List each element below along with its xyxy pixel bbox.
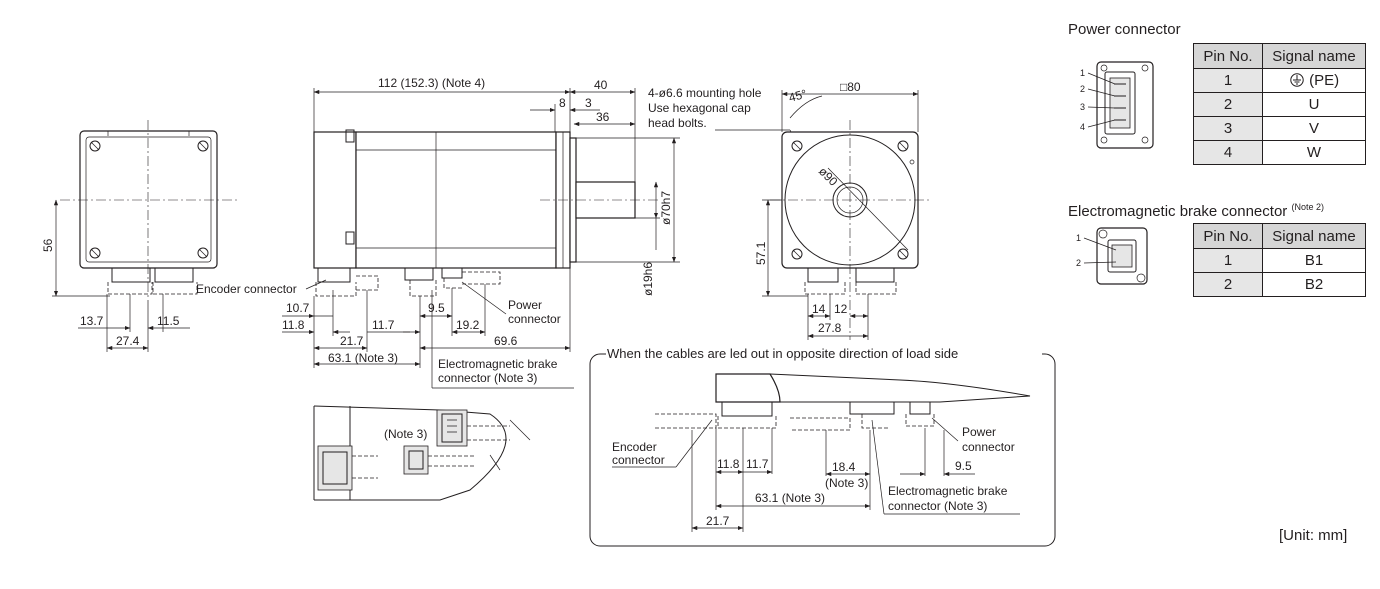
opp-note3: (Note 3) — [825, 476, 868, 490]
brake-pin-label-1: 1 — [1076, 233, 1081, 243]
power-pin-label-3: 3 — [1080, 102, 1085, 112]
label-encoder-connector: Encoder connector — [196, 282, 297, 296]
opp-dim-11-7: 11.7 — [746, 457, 769, 471]
opp-brake-2: connector (Note 3) — [888, 499, 987, 513]
signal-name: B1 — [1262, 248, 1366, 273]
opp-encoder-2: connector — [612, 453, 665, 467]
dim-11-8: 11.8 — [282, 318, 305, 332]
label-brake-2: connector (Note 3) — [438, 371, 537, 385]
label-power-2: connector — [508, 312, 561, 326]
connector-detail-view: (Note 3) — [313, 405, 531, 501]
opp-dim-21-7: 21.7 — [706, 514, 730, 528]
signal-name: U — [1262, 92, 1366, 117]
label-mounting-hole-1: 4-ø6.6 mounting hole — [648, 86, 762, 100]
brake-connector-title-text: Electromagnetic brake connector — [1068, 203, 1288, 220]
opp-power-1: Power — [962, 425, 996, 439]
dim-10-7: 10.7 — [286, 301, 310, 315]
dim-9-5: 9.5 — [428, 301, 445, 315]
side-view: 112 (152.3) (Note 4) 40 8 3 36 ø70h7 ø19 — [196, 76, 680, 389]
table-row: 4 W — [1193, 140, 1366, 165]
dim-40: 40 — [594, 78, 608, 92]
opp-dim-63-1: 63.1 (Note 3) — [755, 491, 825, 505]
unit-label: [Unit: mm] — [1279, 527, 1348, 544]
opp-dim-18-4: 18.4 — [832, 460, 856, 474]
end-view-rear: 56 13.7 11.5 27.4 — [41, 120, 240, 352]
power-connector-table: Pin No. Signal name 1 (PE) 2 U 3 V 4 W — [1193, 43, 1366, 165]
opp-power-2: connector — [962, 440, 1015, 454]
opp-dim-9-5: 9.5 — [955, 459, 972, 473]
table-header-row: Pin No. Signal name — [1193, 43, 1366, 69]
dim-8: 8 — [559, 96, 566, 110]
dim-total-length: 112 (152.3) (Note 4) — [378, 76, 485, 90]
dim-11-5: 11.5 — [157, 314, 180, 328]
opp-dim-11-8: 11.8 — [717, 457, 740, 471]
table-row: 1 B1 — [1193, 248, 1366, 273]
power-pin-label-2: 2 — [1080, 84, 1085, 94]
signal-name: W — [1262, 140, 1366, 165]
pin-no: 2 — [1193, 92, 1263, 117]
header-pin-no: Pin No. — [1193, 43, 1263, 69]
table-row: 1 (PE) — [1193, 68, 1366, 93]
opposite-panel-title: When the cables are led out in opposite … — [607, 346, 958, 361]
brake-connector-title-note: (Note 2) — [1291, 202, 1324, 212]
pin-no: 1 — [1193, 68, 1263, 93]
header-signal-name: Signal name — [1262, 43, 1366, 69]
bolt-icon — [89, 140, 209, 259]
dim-12: 12 — [834, 302, 848, 316]
opp-encoder-1: Encoder — [612, 440, 657, 454]
dim-57-1: 57.1 — [754, 241, 768, 265]
dim-11-7: 11.7 — [372, 318, 395, 332]
table-row: 3 V — [1193, 116, 1366, 141]
dim-63-1: 63.1 (Note 3) — [328, 351, 398, 365]
label-note3: (Note 3) — [384, 427, 427, 441]
dim-27-4: 27.4 — [116, 334, 140, 348]
dim-phi19: ø19h6 — [641, 262, 655, 296]
header-signal-name: Signal name — [1262, 223, 1366, 249]
table-row: 2 U — [1193, 92, 1366, 117]
dim-3: 3 — [585, 96, 592, 110]
front-view-flange: 45° □80 4-ø6.6 mounting hole Use hexagon… — [648, 80, 930, 340]
power-pin-label-4: 4 — [1080, 122, 1085, 132]
dim-19-2: 19.2 — [456, 318, 480, 332]
dim-13-7: 13.7 — [80, 314, 104, 328]
brake-pin-label-2: 2 — [1076, 258, 1081, 268]
brake-connector-table: Pin No. Signal name 1 B1 2 B2 — [1193, 223, 1366, 297]
label-power-1: Power — [508, 298, 542, 312]
power-connector-title: Power connector — [1068, 21, 1181, 38]
opp-brake-1: Electromagnetic brake — [888, 484, 1008, 498]
power-connector-pin-diagram: 1 2 3 4 — [1080, 61, 1154, 149]
pin-no: 3 — [1193, 116, 1263, 141]
signal-name: B2 — [1262, 272, 1366, 297]
brake-connector-title: Electromagnetic brake connector (Note 2) — [1068, 202, 1324, 220]
brake-connector-pin-diagram: 1 2 — [1076, 227, 1148, 285]
dim-69-6: 69.6 — [494, 334, 518, 348]
power-pin-label-1: 1 — [1080, 68, 1085, 78]
table-header-row: Pin No. Signal name — [1193, 223, 1366, 249]
mounting-hole-icon — [791, 140, 909, 260]
table-row: 2 B2 — [1193, 272, 1366, 297]
dim-phi70: ø70h7 — [659, 191, 673, 225]
pin-no: 4 — [1193, 140, 1263, 165]
protective-earth-icon — [1290, 73, 1304, 87]
signal-name: V — [1262, 116, 1366, 141]
dim-27-8: 27.8 — [818, 321, 842, 335]
pin-no: 1 — [1193, 248, 1263, 273]
dim-36: 36 — [596, 110, 610, 124]
label-brake-1: Electromagnetic brake — [438, 357, 558, 371]
dim-56: 56 — [41, 238, 55, 252]
opposite-direction-panel: When the cables are led out in opposite … — [589, 346, 1056, 547]
pin-no: 2 — [1193, 272, 1263, 297]
dim-45deg: 45° — [787, 87, 808, 105]
header-pin-no: Pin No. — [1193, 223, 1263, 249]
signal-name: (PE) — [1262, 68, 1366, 93]
dim-21-7: 21.7 — [340, 334, 364, 348]
label-mounting-hole-3: head bolts. — [648, 116, 707, 130]
dim-square80: □80 — [840, 80, 861, 94]
signal-pe: (PE) — [1309, 72, 1340, 89]
dim-14: 14 — [812, 302, 826, 316]
label-mounting-hole-2: Use hexagonal cap — [648, 101, 751, 115]
